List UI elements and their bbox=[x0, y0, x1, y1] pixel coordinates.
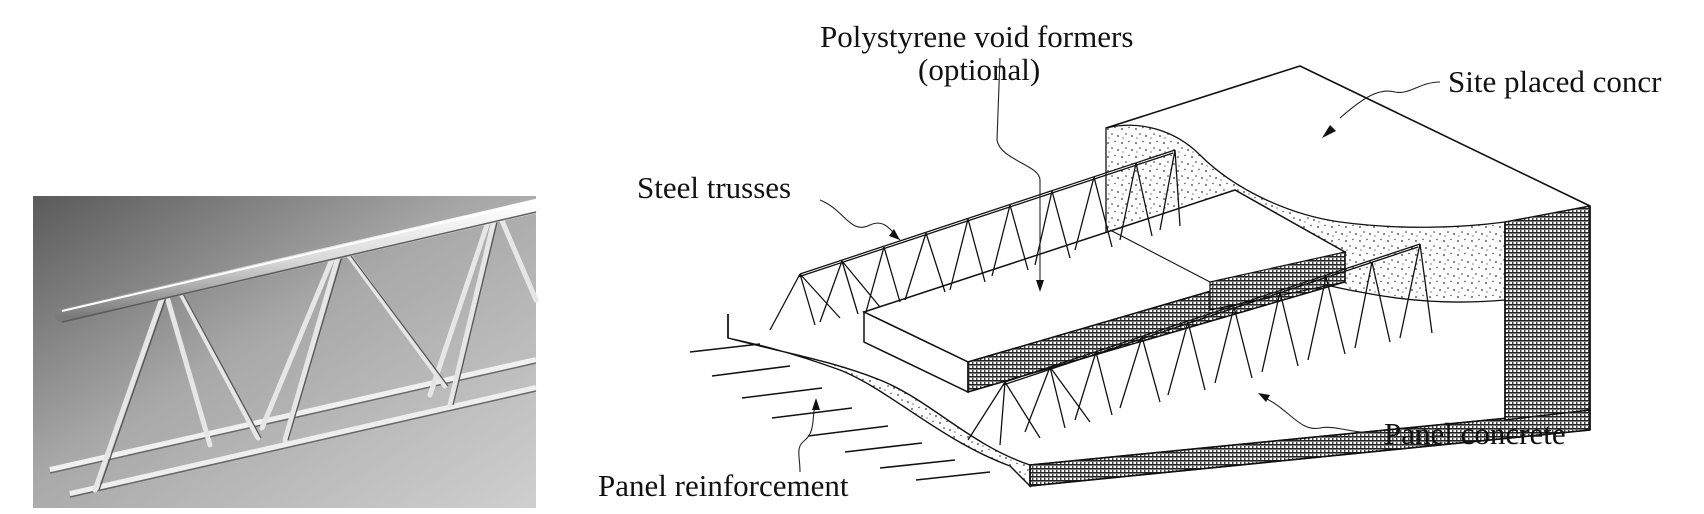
photo-web-shadows bbox=[98, 217, 499, 491]
arrowhead-steel-trusses bbox=[889, 229, 900, 240]
truss-photo bbox=[33, 196, 543, 508]
site-concrete-end-face bbox=[1504, 205, 1591, 421]
panel-reinforcement-bars bbox=[689, 343, 991, 481]
label-panel-reinforcement: Panel reinforcement bbox=[598, 468, 849, 503]
arrowhead-site-concrete bbox=[1322, 125, 1336, 138]
site-concrete-cut-face bbox=[1105, 124, 1506, 303]
leader-site-concrete bbox=[1339, 81, 1441, 119]
leader-panel-concrete bbox=[1264, 397, 1376, 434]
leader-steel-trusses bbox=[819, 199, 901, 241]
panel-left-top bbox=[728, 306, 1030, 486]
photo-web-rods bbox=[92, 213, 539, 493]
back-steel-truss bbox=[769, 149, 1181, 331]
void-former-strip bbox=[1209, 251, 1346, 311]
arrowhead-panel-concrete bbox=[1258, 393, 1270, 402]
slab-drawing bbox=[689, 65, 1591, 488]
leader-lines bbox=[798, 57, 1441, 473]
arrowhead-panel-reinforcement bbox=[812, 398, 820, 410]
label-void-formers-line1: Polystyrene void formers bbox=[820, 19, 1133, 54]
leader-panel-reinforcement bbox=[798, 405, 816, 473]
label-panel-concrete: Panel concrete bbox=[1384, 416, 1566, 451]
front-steel-truss bbox=[967, 243, 1433, 446]
arrowhead-void-formers bbox=[1036, 280, 1044, 292]
label-site-concrete: Site placed concr bbox=[1448, 64, 1662, 99]
label-void-formers-line2: (optional) bbox=[918, 52, 1040, 87]
photo-top-chord bbox=[55, 199, 543, 323]
site-concrete-top bbox=[1106, 66, 1590, 222]
label-steel-trusses: Steel trusses bbox=[637, 170, 791, 205]
leader-void-formers bbox=[996, 57, 1041, 285]
